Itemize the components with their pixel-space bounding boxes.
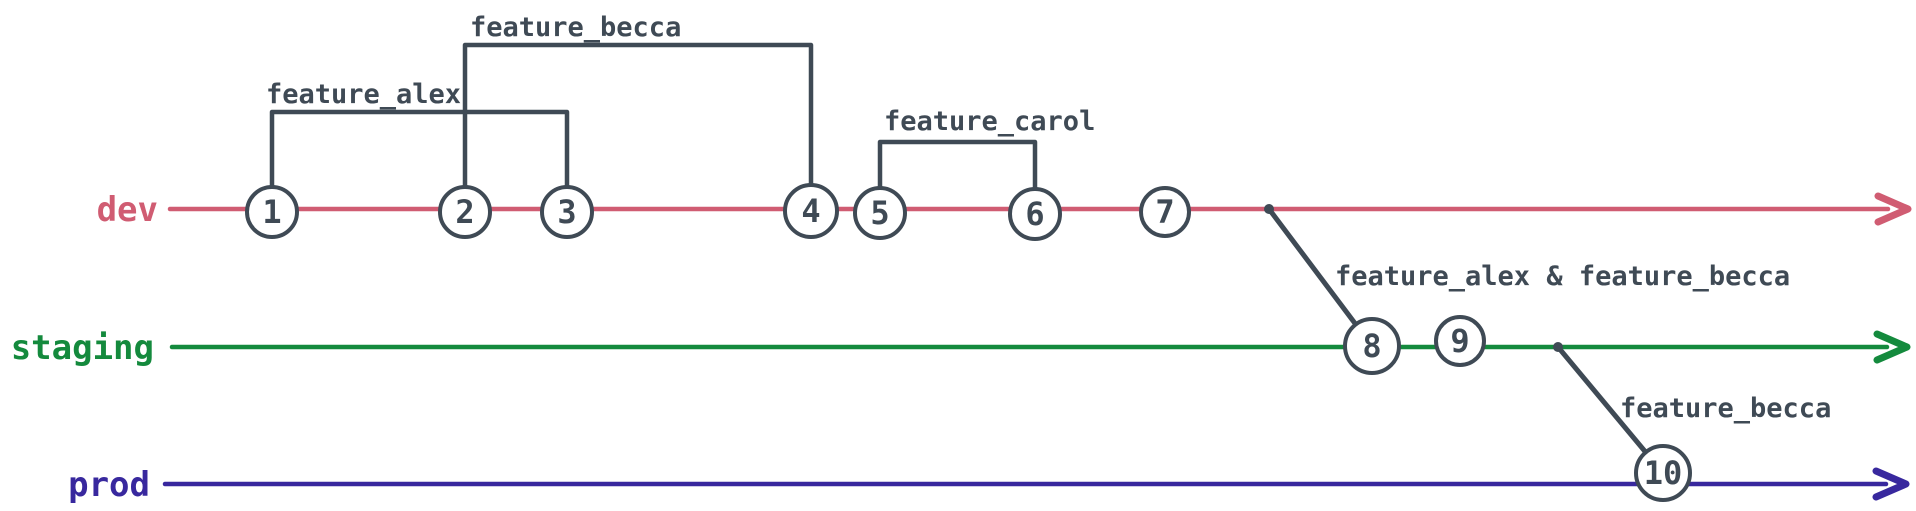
merge-staging-to-prod-label: feature_becca (1620, 393, 1831, 424)
commit-number-8: 8 (1362, 327, 1381, 365)
commit-number-6: 6 (1025, 195, 1044, 233)
feature-alex-label: feature_alex (266, 79, 461, 110)
commit-node-4 (783, 183, 839, 239)
commit-number-5: 5 (870, 194, 889, 232)
commit-number-10: 10 (1644, 454, 1683, 492)
dev-branch-label: dev (97, 190, 158, 230)
commit-number-1: 1 (262, 193, 281, 231)
commit-number-7: 7 (1155, 193, 1174, 231)
commit-node-6 (1008, 187, 1062, 241)
commit-node-7 (1139, 186, 1191, 238)
commit-node-8 (1343, 317, 1401, 375)
feature-alex-bracket (269, 109, 570, 215)
feature-becca-bracket (462, 42, 814, 215)
feature-becca-label: feature_becca (470, 12, 681, 43)
prod-arrow-icon (1872, 467, 1910, 501)
commit-number-4: 4 (801, 192, 820, 230)
staging-arrow-icon (1873, 330, 1911, 364)
commit-node-2 (438, 185, 492, 239)
prod-branch-label: prod (68, 465, 150, 505)
staging-branch-label: staging (11, 328, 154, 368)
merge-dev-to-staging-origin-dot (1264, 204, 1274, 214)
dev-arrow-icon (1874, 192, 1912, 226)
commit-node-1 (245, 185, 299, 239)
commit-number-3: 3 (557, 193, 576, 231)
commit-node-5 (853, 186, 907, 240)
commit-node-10 (1634, 444, 1692, 502)
commit-node-9 (1434, 315, 1486, 367)
merge-staging-to-prod-origin-dot (1553, 342, 1563, 352)
feature-carol-bracket (877, 139, 1038, 217)
feature-carol-label: feature_carol (884, 106, 1095, 137)
commit-node-3 (540, 185, 594, 239)
commit-number-9: 9 (1450, 322, 1469, 360)
commit-number-2: 2 (455, 193, 474, 231)
merge-dev-to-staging-label: feature_alex & feature_becca (1335, 261, 1790, 292)
